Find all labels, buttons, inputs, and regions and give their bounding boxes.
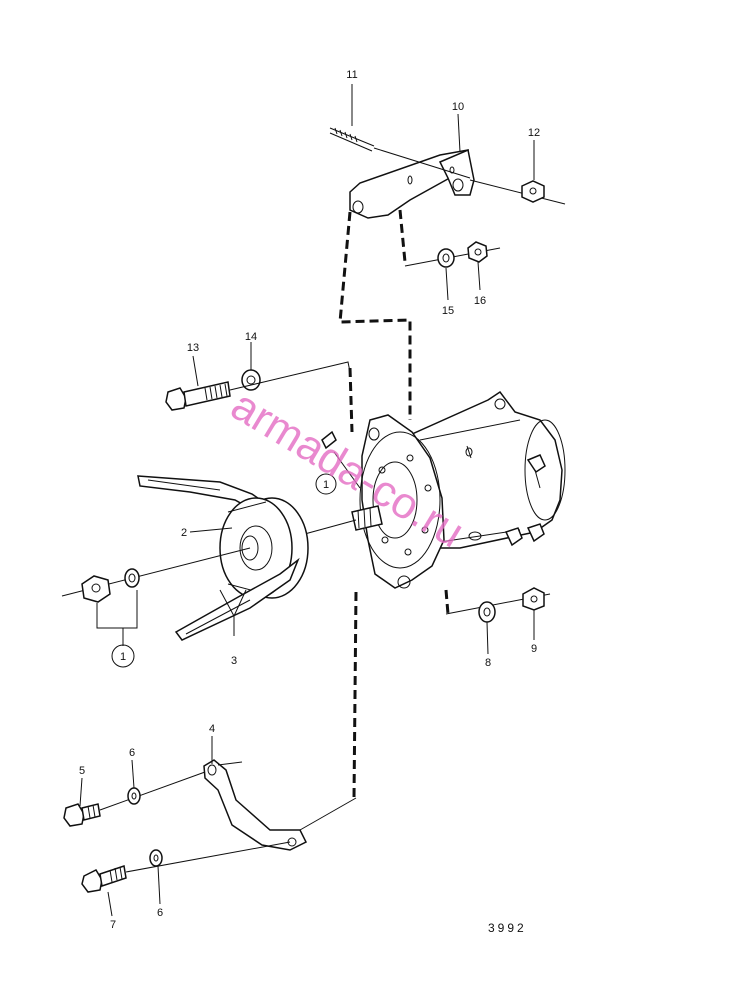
v-belt-lower xyxy=(174,557,300,641)
woodruff-key xyxy=(321,430,361,489)
callout-14: 14 xyxy=(245,331,257,343)
callout-9: 9 xyxy=(531,643,537,655)
bolt-13 xyxy=(165,381,231,411)
leader-lines xyxy=(79,84,535,917)
callout-1-pulley: 1 xyxy=(120,651,126,663)
callout-1-shaft: 1 xyxy=(323,479,329,491)
pulley-nut xyxy=(61,547,251,603)
figure-reference-number: 3992 xyxy=(488,921,527,935)
washer-8-nut-9 xyxy=(445,587,551,623)
callout-2: 2 xyxy=(181,527,187,539)
callout-11: 11 xyxy=(346,69,357,81)
upper-bracket xyxy=(349,148,475,219)
callout-5: 5 xyxy=(79,765,85,777)
nut-12 xyxy=(469,179,566,205)
callout-12: 12 xyxy=(528,127,540,139)
assembly-guide-lines xyxy=(338,209,450,799)
callout-circle-1-shaft xyxy=(315,473,337,495)
callout-6-upper: 6 xyxy=(129,747,135,759)
washer-6-lower xyxy=(149,849,163,867)
pulley-lock-washer xyxy=(96,568,140,646)
generator-end-flange xyxy=(359,414,445,589)
washer-15-nut-16 xyxy=(404,241,501,268)
callout-13: 13 xyxy=(187,342,199,354)
adjusting-arm xyxy=(203,759,357,851)
callout-16: 16 xyxy=(474,295,486,307)
callout-7: 7 xyxy=(110,919,116,931)
stud-11 xyxy=(329,127,471,179)
callout-15: 15 xyxy=(442,305,454,317)
callout-6-lower: 6 xyxy=(157,907,163,919)
callout-3: 3 xyxy=(231,655,237,667)
callout-circle-1-pulley xyxy=(111,644,135,668)
callout-8: 8 xyxy=(485,657,491,669)
bolt-7 xyxy=(81,841,291,893)
callout-4: 4 xyxy=(209,723,215,735)
washer-6-upper xyxy=(127,787,141,805)
callout-10: 10 xyxy=(452,101,464,113)
bolt-5 xyxy=(63,771,206,827)
